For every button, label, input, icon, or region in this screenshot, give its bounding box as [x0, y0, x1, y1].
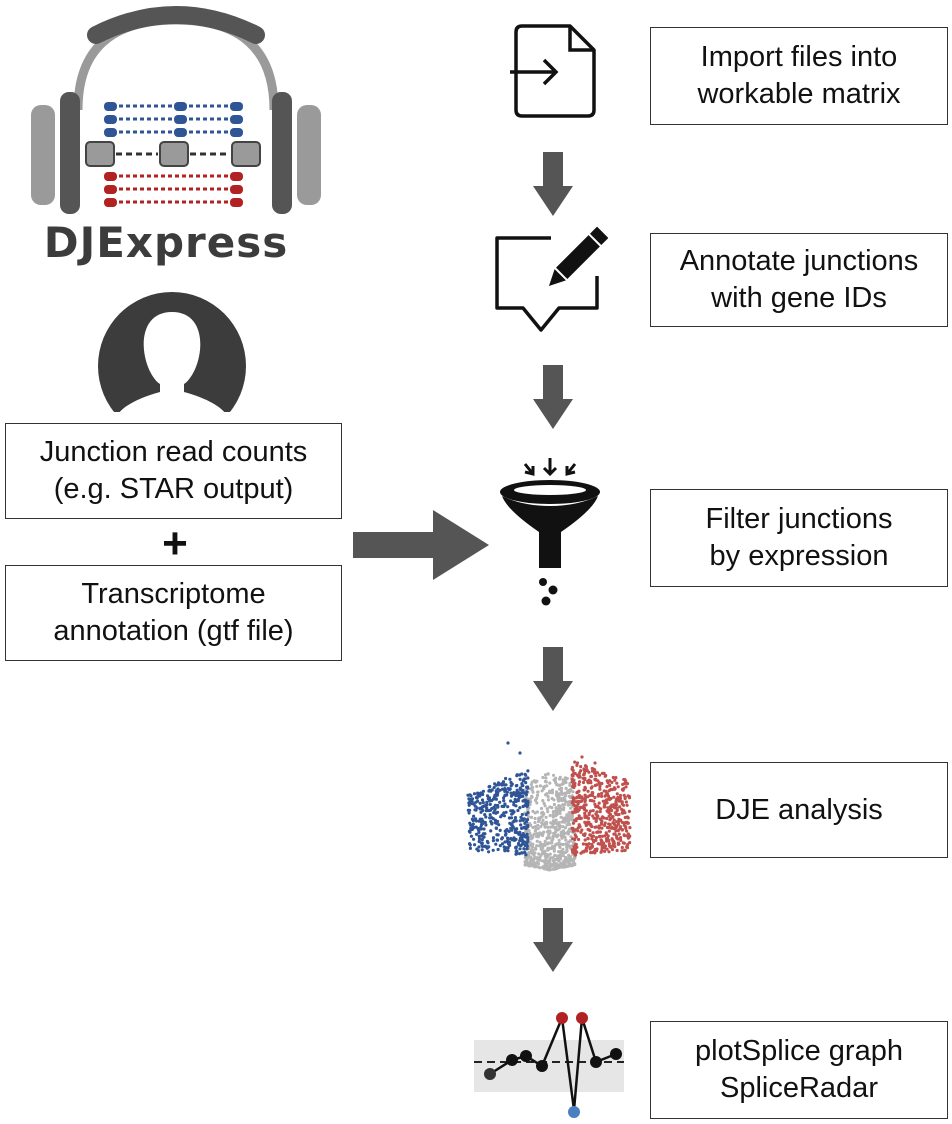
step-dje-line1: DJE analysis [715, 793, 883, 826]
user-avatar-icon [98, 292, 246, 412]
funnel-icon [500, 458, 600, 606]
junction-counts-line2: (e.g. STAR output) [53, 473, 294, 505]
down-arrow-4-icon [533, 908, 573, 972]
plus-sign: + [162, 519, 188, 568]
transcriptome-annotation-line1: Transcriptome [81, 578, 266, 610]
input-arrow-icon [353, 510, 489, 580]
step-import-line2: workable matrix [697, 78, 901, 110]
step-filter-line1: Filter junctions [705, 503, 893, 535]
step-import-line1: Import files into [700, 41, 898, 73]
down-arrow-3-icon [533, 647, 573, 711]
down-arrow-1-icon [533, 152, 573, 216]
transcriptome-annotation-line2: annotation (gtf file) [53, 615, 294, 647]
file-import-icon [510, 24, 596, 118]
volcano-plot-icon [466, 741, 632, 872]
splice-plot-icon [474, 1012, 624, 1118]
edit-pencil-icon [495, 226, 608, 332]
step-dje-box: DJE analysis [650, 762, 948, 858]
step-plotsplice-line1: plotSplice graph [695, 1035, 903, 1067]
junction-counts-box: Junction read counts (e.g. STAR output) [5, 423, 342, 519]
headphones-logo-icon [31, 6, 321, 214]
junction-counts-line1: Junction read counts [39, 436, 308, 468]
step-annotate-box: Annotate junctions with gene IDs [650, 233, 948, 327]
step-filter-line2: by expression [709, 540, 889, 572]
step-plotsplice-box: plotSplice graph SpliceRadar [650, 1021, 948, 1119]
step-annotate-line2: with gene IDs [711, 282, 887, 314]
step-annotate-line1: Annotate junctions [679, 245, 919, 277]
step-filter-box: Filter junctions by expression [650, 489, 948, 587]
step-plotsplice-line2: SpliceRadar [720, 1072, 878, 1104]
down-arrow-2-icon [533, 365, 573, 429]
transcriptome-annotation-box: Transcriptome annotation (gtf file) [5, 565, 342, 661]
step-import-box: Import files into workable matrix [650, 27, 948, 125]
logo-wordmark: DJExpress [43, 218, 289, 267]
